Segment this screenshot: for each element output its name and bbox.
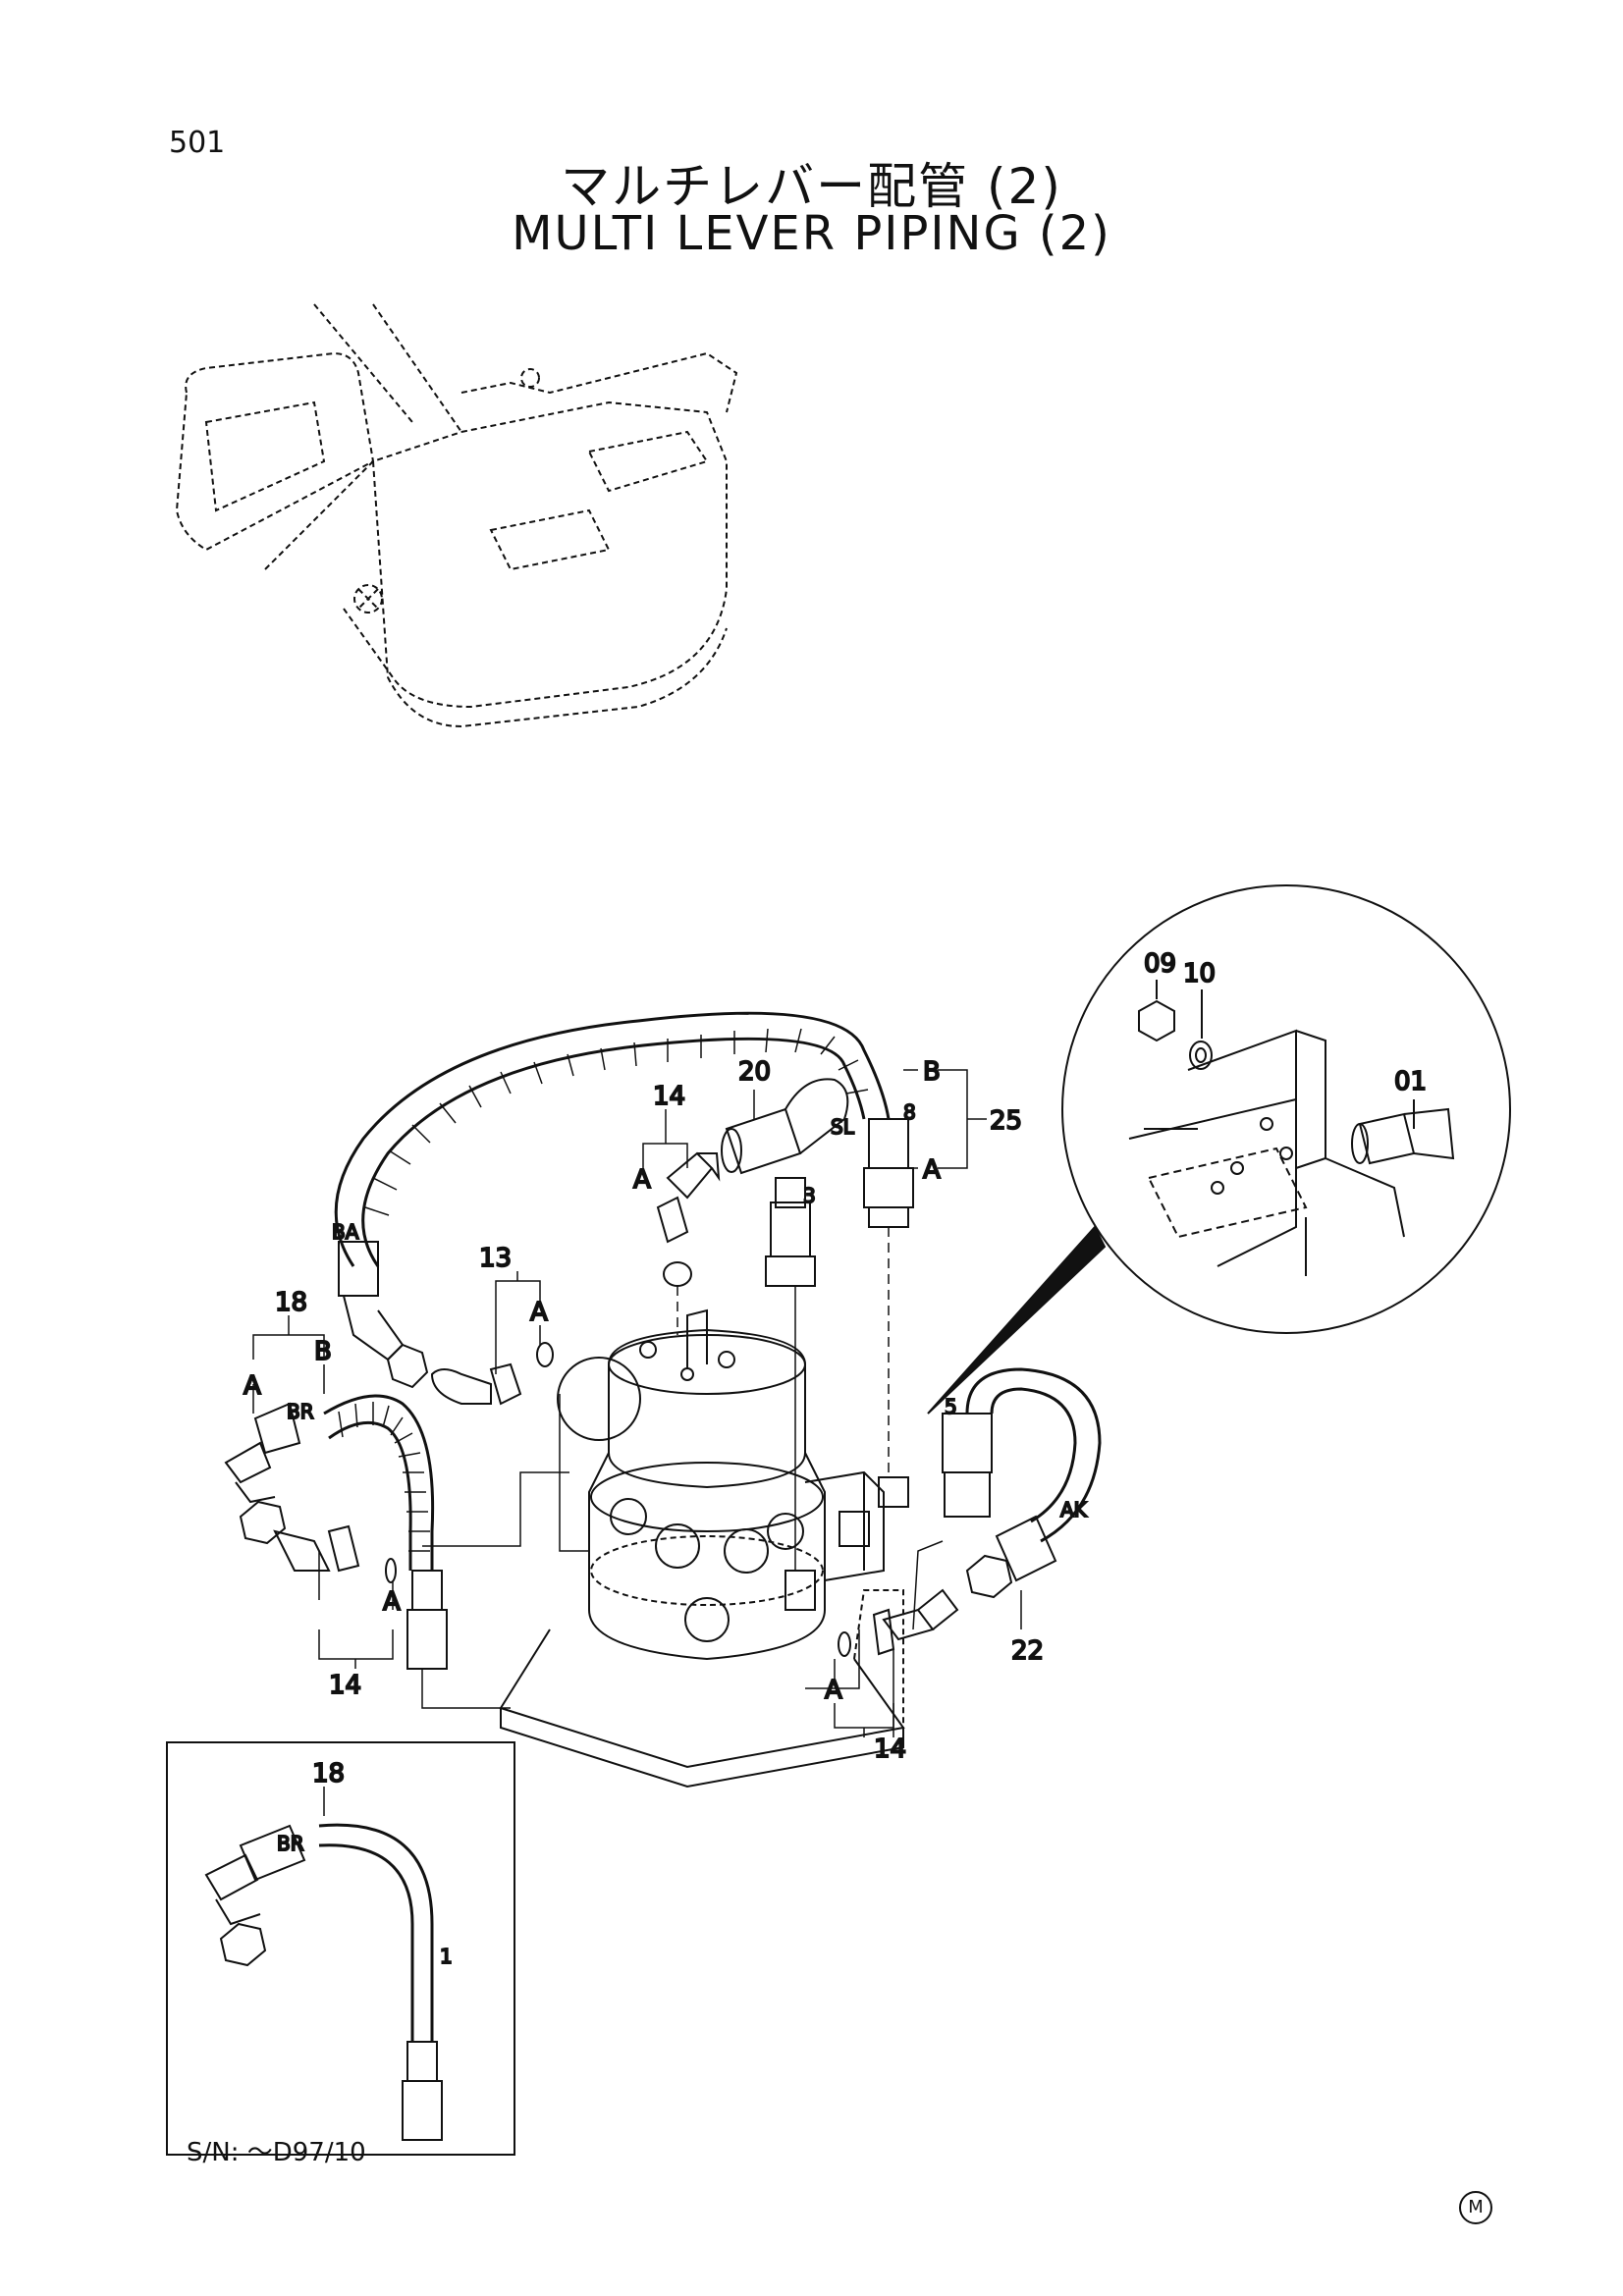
label-a-right: A	[825, 1676, 842, 1705]
callout-01: 01	[1394, 1067, 1427, 1096]
port-number-8: 8	[903, 1100, 916, 1124]
label-b-18: B	[314, 1337, 332, 1366]
callout-20: 20	[738, 1057, 771, 1087]
serial-inset	[166, 1741, 515, 2156]
callout-22: 22	[1011, 1636, 1044, 1666]
fitting-20	[721, 1078, 849, 1208]
left-hose	[323, 1394, 435, 1571]
page-title-japanese: マルチレバー配管 (2)	[561, 158, 1062, 215]
callout-14-top: 14	[653, 1082, 685, 1111]
label-a-top: A	[923, 1155, 941, 1185]
label-b-top: B	[923, 1057, 941, 1087]
port-number-3: 3	[803, 1184, 816, 1207]
hose-end-25	[863, 1118, 914, 1228]
excavator-overview	[175, 303, 738, 728]
right-hose	[965, 1367, 1102, 1543]
hose-end-ak	[965, 1515, 1057, 1599]
callout-14-right: 14	[874, 1735, 906, 1764]
serial-number-note: S/N: ～D97/10	[187, 2138, 366, 2167]
label-a-13: A	[530, 1298, 548, 1327]
page-title-english: MULTI LEVER PIPING (2)	[512, 206, 1111, 261]
top-hose	[334, 1011, 891, 1267]
elbow-14-left	[273, 1524, 397, 1583]
hose-end-3	[765, 1201, 816, 1287]
port-label-ba: BA	[332, 1220, 359, 1244]
label-a-14: A	[633, 1165, 651, 1195]
callout-09: 09	[1144, 949, 1176, 979]
elbow-13	[430, 1342, 554, 1406]
page-number: 501	[169, 126, 226, 160]
port-label-br-inset: BR	[277, 1832, 304, 1855]
top-hose-ribs	[364, 1028, 869, 1216]
left-hose-ribs	[338, 1402, 430, 1552]
callout-25: 25	[990, 1106, 1022, 1136]
brand-mark: M	[1459, 2191, 1492, 2224]
hose-end-ba	[338, 1241, 429, 1389]
callout-13: 13	[479, 1244, 512, 1273]
label-a-18: A	[243, 1371, 261, 1401]
elbow-14-top	[656, 1151, 721, 1287]
pilot-valve-body	[499, 1308, 905, 1789]
callout-18-inset: 18	[312, 1759, 345, 1789]
callout-18: 18	[275, 1288, 307, 1317]
callout-14-left: 14	[329, 1671, 361, 1700]
callout-brackets	[252, 1069, 1022, 1737]
port-label-br: BR	[287, 1400, 314, 1423]
port-label-ak: AK	[1060, 1498, 1088, 1522]
valve-ports	[784, 1476, 909, 1611]
port-number-5: 5	[945, 1395, 957, 1418]
callout-10: 10	[1183, 959, 1216, 988]
leader-lines	[421, 1227, 944, 1737]
port-label-sl: SL	[831, 1115, 855, 1139]
hose-end-18	[224, 1402, 448, 1670]
detail-circle	[1061, 884, 1511, 1334]
hose-end-5	[942, 1413, 993, 1518]
detail-pointer	[927, 1225, 1107, 1415]
label-a-left: A	[383, 1587, 401, 1617]
port-number-1: 1	[440, 1945, 453, 1968]
